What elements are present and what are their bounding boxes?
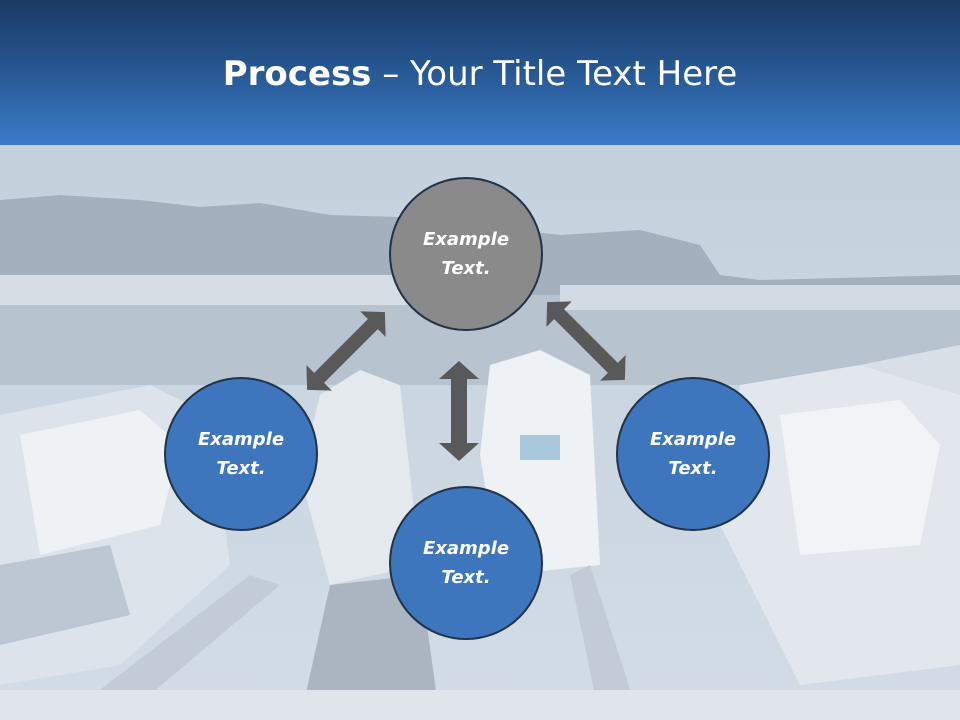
double-arrow-vertical: [439, 361, 479, 461]
process-node-left: Example Text.: [164, 377, 318, 531]
node-top-line2: Text.: [441, 258, 491, 279]
title-bold: Process: [222, 54, 372, 94]
node-bottom-line2: Text.: [441, 567, 491, 588]
node-left-line1: Example: [197, 429, 285, 450]
title-rest: – Your Title Text Here: [371, 54, 738, 94]
title-bar: Process – Your Title Text Here: [0, 0, 960, 145]
process-node-bottom: Example Text.: [389, 486, 543, 640]
process-node-right: Example Text.: [616, 377, 770, 531]
double-arrow-right: [546, 301, 626, 381]
node-left-line2: Text.: [216, 458, 266, 479]
slide-title: Process – Your Title Text Here: [0, 52, 960, 96]
node-bottom-line1: Example: [422, 538, 510, 559]
node-top-line1: Example: [422, 229, 510, 250]
double-arrow-left: [306, 311, 386, 391]
node-right-line2: Text.: [668, 458, 718, 479]
process-node-top: Example Text.: [389, 177, 543, 331]
node-right-line1: Example: [649, 429, 737, 450]
